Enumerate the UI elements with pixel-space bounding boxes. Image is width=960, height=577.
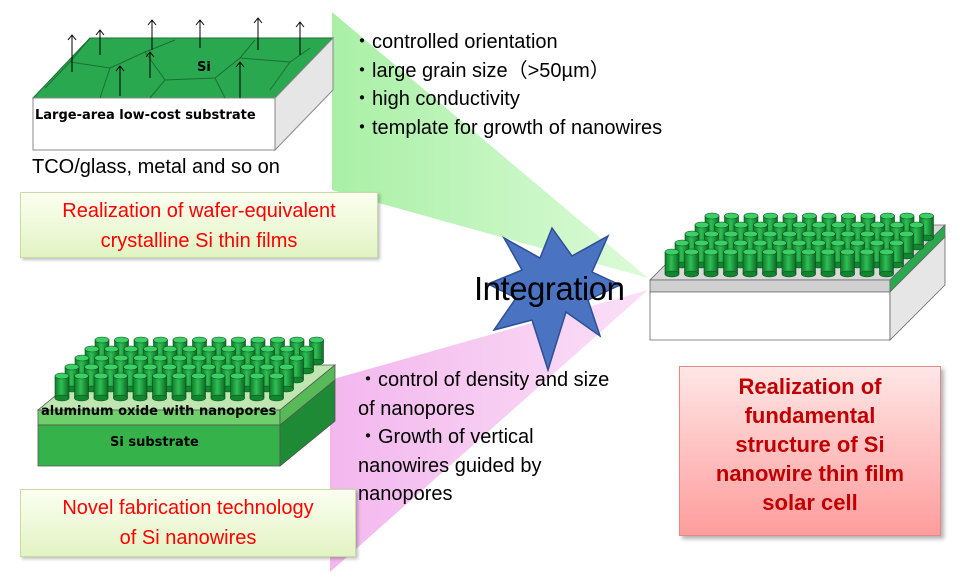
nanowire [820,248,836,278]
result-line: structure of Si [735,432,885,457]
nanowire [742,248,758,278]
nanowire [54,372,70,402]
green-arrow-band [332,12,648,278]
feature-item: ・Growth of vertical [358,426,534,448]
nanowire [269,372,284,402]
feature-list-top: ・controlled orientation ・large grain siz… [352,28,662,142]
feature-item: ・template for growth of nanowires [352,116,663,139]
nanowire-template-substrate [36,336,337,467]
nanowire-solar-cell-structure [649,212,946,341]
nanowire [249,372,265,402]
result-box: Realization of fundamental structure of … [679,366,941,536]
feature-item: ・large grain size（>50µm） [352,59,610,82]
feature-item: ・controlled orientation [352,31,558,53]
nanowire [703,248,719,278]
nanowire [684,248,699,278]
result-line: Realization of [738,374,882,399]
nanowire [113,372,128,402]
oxide-layer-label: aluminum oxide with nanopores [41,404,277,419]
nanowire [879,248,894,278]
polycrystalline-si-substrate [31,17,335,152]
integration-label: Integration [474,270,625,307]
nanowire [230,372,245,402]
si-film-label: Si [197,60,211,75]
nanowire [93,372,109,402]
goal-box-nanowires-line1: Novel fabrication technology [62,497,314,519]
result-line: nanowire thin film [715,461,905,486]
pink-arrow-band [330,290,648,572]
feature-item: of nanopores [358,397,475,420]
result-line: solar cell [762,490,858,515]
goal-box-nanowires-line2: of Si nanowires [119,527,257,549]
feature-item: ・control of density and size [358,369,610,391]
feature-item: nanopores [358,483,453,505]
feature-item: nanowires guided by [358,454,542,477]
result-line: fundamental [744,403,876,428]
goal-box-si-films-line1: Realization of wafer-equivalent [62,200,336,222]
nanowire [723,248,738,278]
nanowire [210,372,226,402]
nanowire [664,248,680,278]
nanowire [152,372,167,402]
nanowire [171,372,187,402]
integration-star [486,226,622,373]
nanowire [840,248,855,278]
nanowire [762,248,777,278]
nanowire [74,372,89,402]
feature-item: ・high conductivity [352,88,520,110]
nanowire [781,248,797,278]
nanowire [859,248,875,278]
feature-list-bottom: ・control of density and size of nanopore… [358,366,609,509]
goal-box-si-films-line2: crystalline Si thin films [100,230,298,252]
substrate-label: Large-area low-cost substrate [35,108,256,123]
si-substrate-label: Si substrate [110,435,199,450]
substrate-examples: TCO/glass, metal and so on [32,156,280,178]
nanowire [132,372,148,402]
nanowire [801,248,816,278]
goal-box-si-films: Realization of wafer-equivalent crystall… [20,192,378,258]
goal-box-nanowires: Novel fabrication technology of Si nanow… [20,489,356,557]
nanowire [191,372,206,402]
